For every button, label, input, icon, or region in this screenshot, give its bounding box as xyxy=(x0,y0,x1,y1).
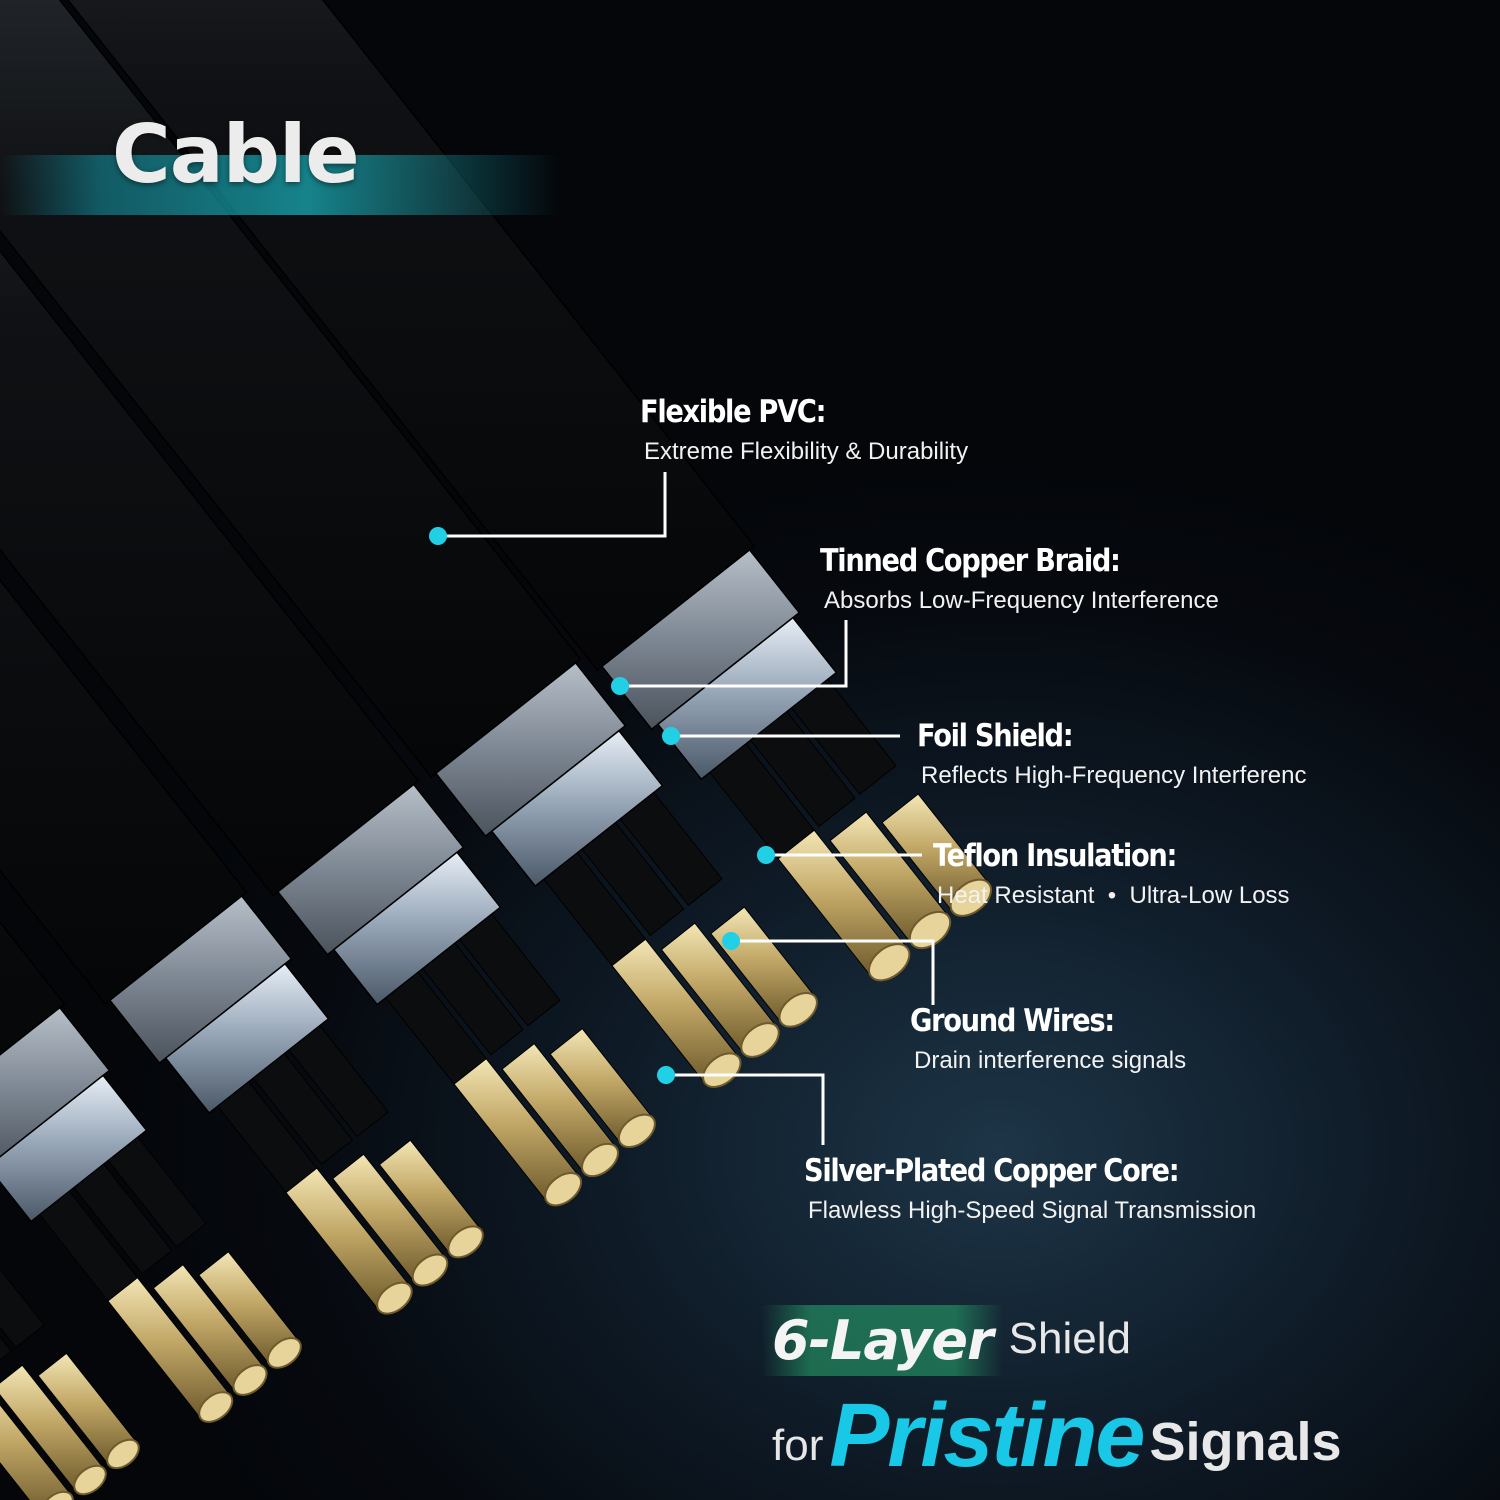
conductor-tip xyxy=(617,1113,656,1149)
callout-title: Teflon Insulation: xyxy=(933,838,1177,874)
callout-ground-wires: Ground Wires: Drain interference signals xyxy=(910,1003,1186,1075)
cable-6 xyxy=(0,1268,140,1500)
cable-5 xyxy=(0,921,302,1423)
marker-dot-core xyxy=(657,1066,675,1084)
marker-dot-pvc xyxy=(429,527,447,545)
leader-line-pvc xyxy=(438,472,667,538)
callout-title: Flexible PVC: xyxy=(640,394,827,430)
callout-title: Tinned Copper Braid: xyxy=(820,543,1121,579)
callout-teflon-insulation: Teflon Insulation: Heat Resistant • Ultr… xyxy=(933,838,1290,910)
leader-line-ground xyxy=(731,939,935,1005)
conductor-tip xyxy=(232,1364,268,1396)
teflon-insulation xyxy=(619,791,723,907)
conductor-tip xyxy=(198,1391,234,1423)
conductor-tip xyxy=(702,1052,742,1088)
teflon-insulation xyxy=(73,1163,173,1275)
leader-line-core xyxy=(666,1073,825,1145)
callout-title: Ground Wires: xyxy=(910,1003,1115,1039)
callout-title: Foil Shield: xyxy=(917,718,1074,754)
conductor-tip xyxy=(266,1337,302,1369)
conductor-tip xyxy=(73,1464,107,1496)
tagline-prefix: for xyxy=(772,1421,824,1470)
teflon-insulation xyxy=(107,1136,207,1248)
callout-description: Heat Resistant • Ultra-Low Loss xyxy=(937,882,1290,909)
cable-3 xyxy=(0,249,656,1207)
conductor-tip xyxy=(581,1142,619,1178)
page-title: Cable xyxy=(112,108,360,201)
conductor-tip xyxy=(544,1171,583,1207)
teflon-insulation xyxy=(750,710,856,828)
conductor-tip xyxy=(106,1438,140,1470)
teflon-insulation xyxy=(581,821,685,937)
callout-tinned-copper-braid: Tinned Copper Braid: Absorbs Low-Frequen… xyxy=(820,543,1219,615)
conductor-tip xyxy=(778,992,818,1028)
conductor-tip xyxy=(740,1022,780,1058)
tagline-highlight: 6-Layer xyxy=(762,1305,1003,1376)
leader-line-braid xyxy=(620,620,848,688)
marker-dot-foil xyxy=(662,727,680,745)
callout-description: Absorbs Low-Frequency Interference xyxy=(824,587,1219,614)
conductor-tip xyxy=(949,878,992,917)
cable-4 xyxy=(0,579,484,1315)
conductor-tip xyxy=(447,1225,484,1259)
callout-description: Flawless High-Speed Signal Transmission xyxy=(808,1197,1257,1224)
callout-flexible-pvc: Flexible PVC: Extreme Flexibility & Dura… xyxy=(640,394,968,466)
callout-description: Reflects High-Frequency Interferenc xyxy=(921,762,1307,789)
callout-silver-plated-copper-core: Silver-Plated Copper Core: Flawless High… xyxy=(804,1153,1256,1225)
teflon-insulation xyxy=(288,1024,389,1138)
callout-leader-lines xyxy=(438,472,935,1145)
callout-foil-shield: Foil Shield: Reflects High-Frequency Int… xyxy=(917,718,1307,790)
copper-conductor xyxy=(0,1403,72,1500)
marker-dot-braid xyxy=(611,677,629,695)
callout-description: Extreme Flexibility & Durability xyxy=(644,438,969,465)
tagline-suffix: Signals xyxy=(1149,1412,1342,1472)
conductor-tip xyxy=(40,1490,74,1500)
title-highlight-band xyxy=(0,155,560,215)
conductor-tip xyxy=(376,1281,413,1315)
teflon-insulation xyxy=(458,913,561,1027)
tagline-word: Shield xyxy=(1008,1314,1131,1363)
tagline-emphasis: Pristine xyxy=(829,1386,1145,1486)
conductor-tip xyxy=(868,943,911,982)
marker-dot-teflon xyxy=(757,846,775,864)
teflon-insulation xyxy=(0,1336,12,1361)
callout-description: Drain interference signals xyxy=(914,1047,1187,1074)
conductor-tip xyxy=(908,910,952,950)
conductor-tip xyxy=(411,1253,449,1287)
callout-title: Silver-Plated Copper Core: xyxy=(804,1153,1180,1189)
teflon-insulation xyxy=(0,1268,45,1349)
cable-bundle xyxy=(0,0,992,1500)
teflon-insulation xyxy=(252,1053,354,1166)
marker-dot-ground xyxy=(722,932,740,950)
teflon-insulation xyxy=(422,942,524,1056)
